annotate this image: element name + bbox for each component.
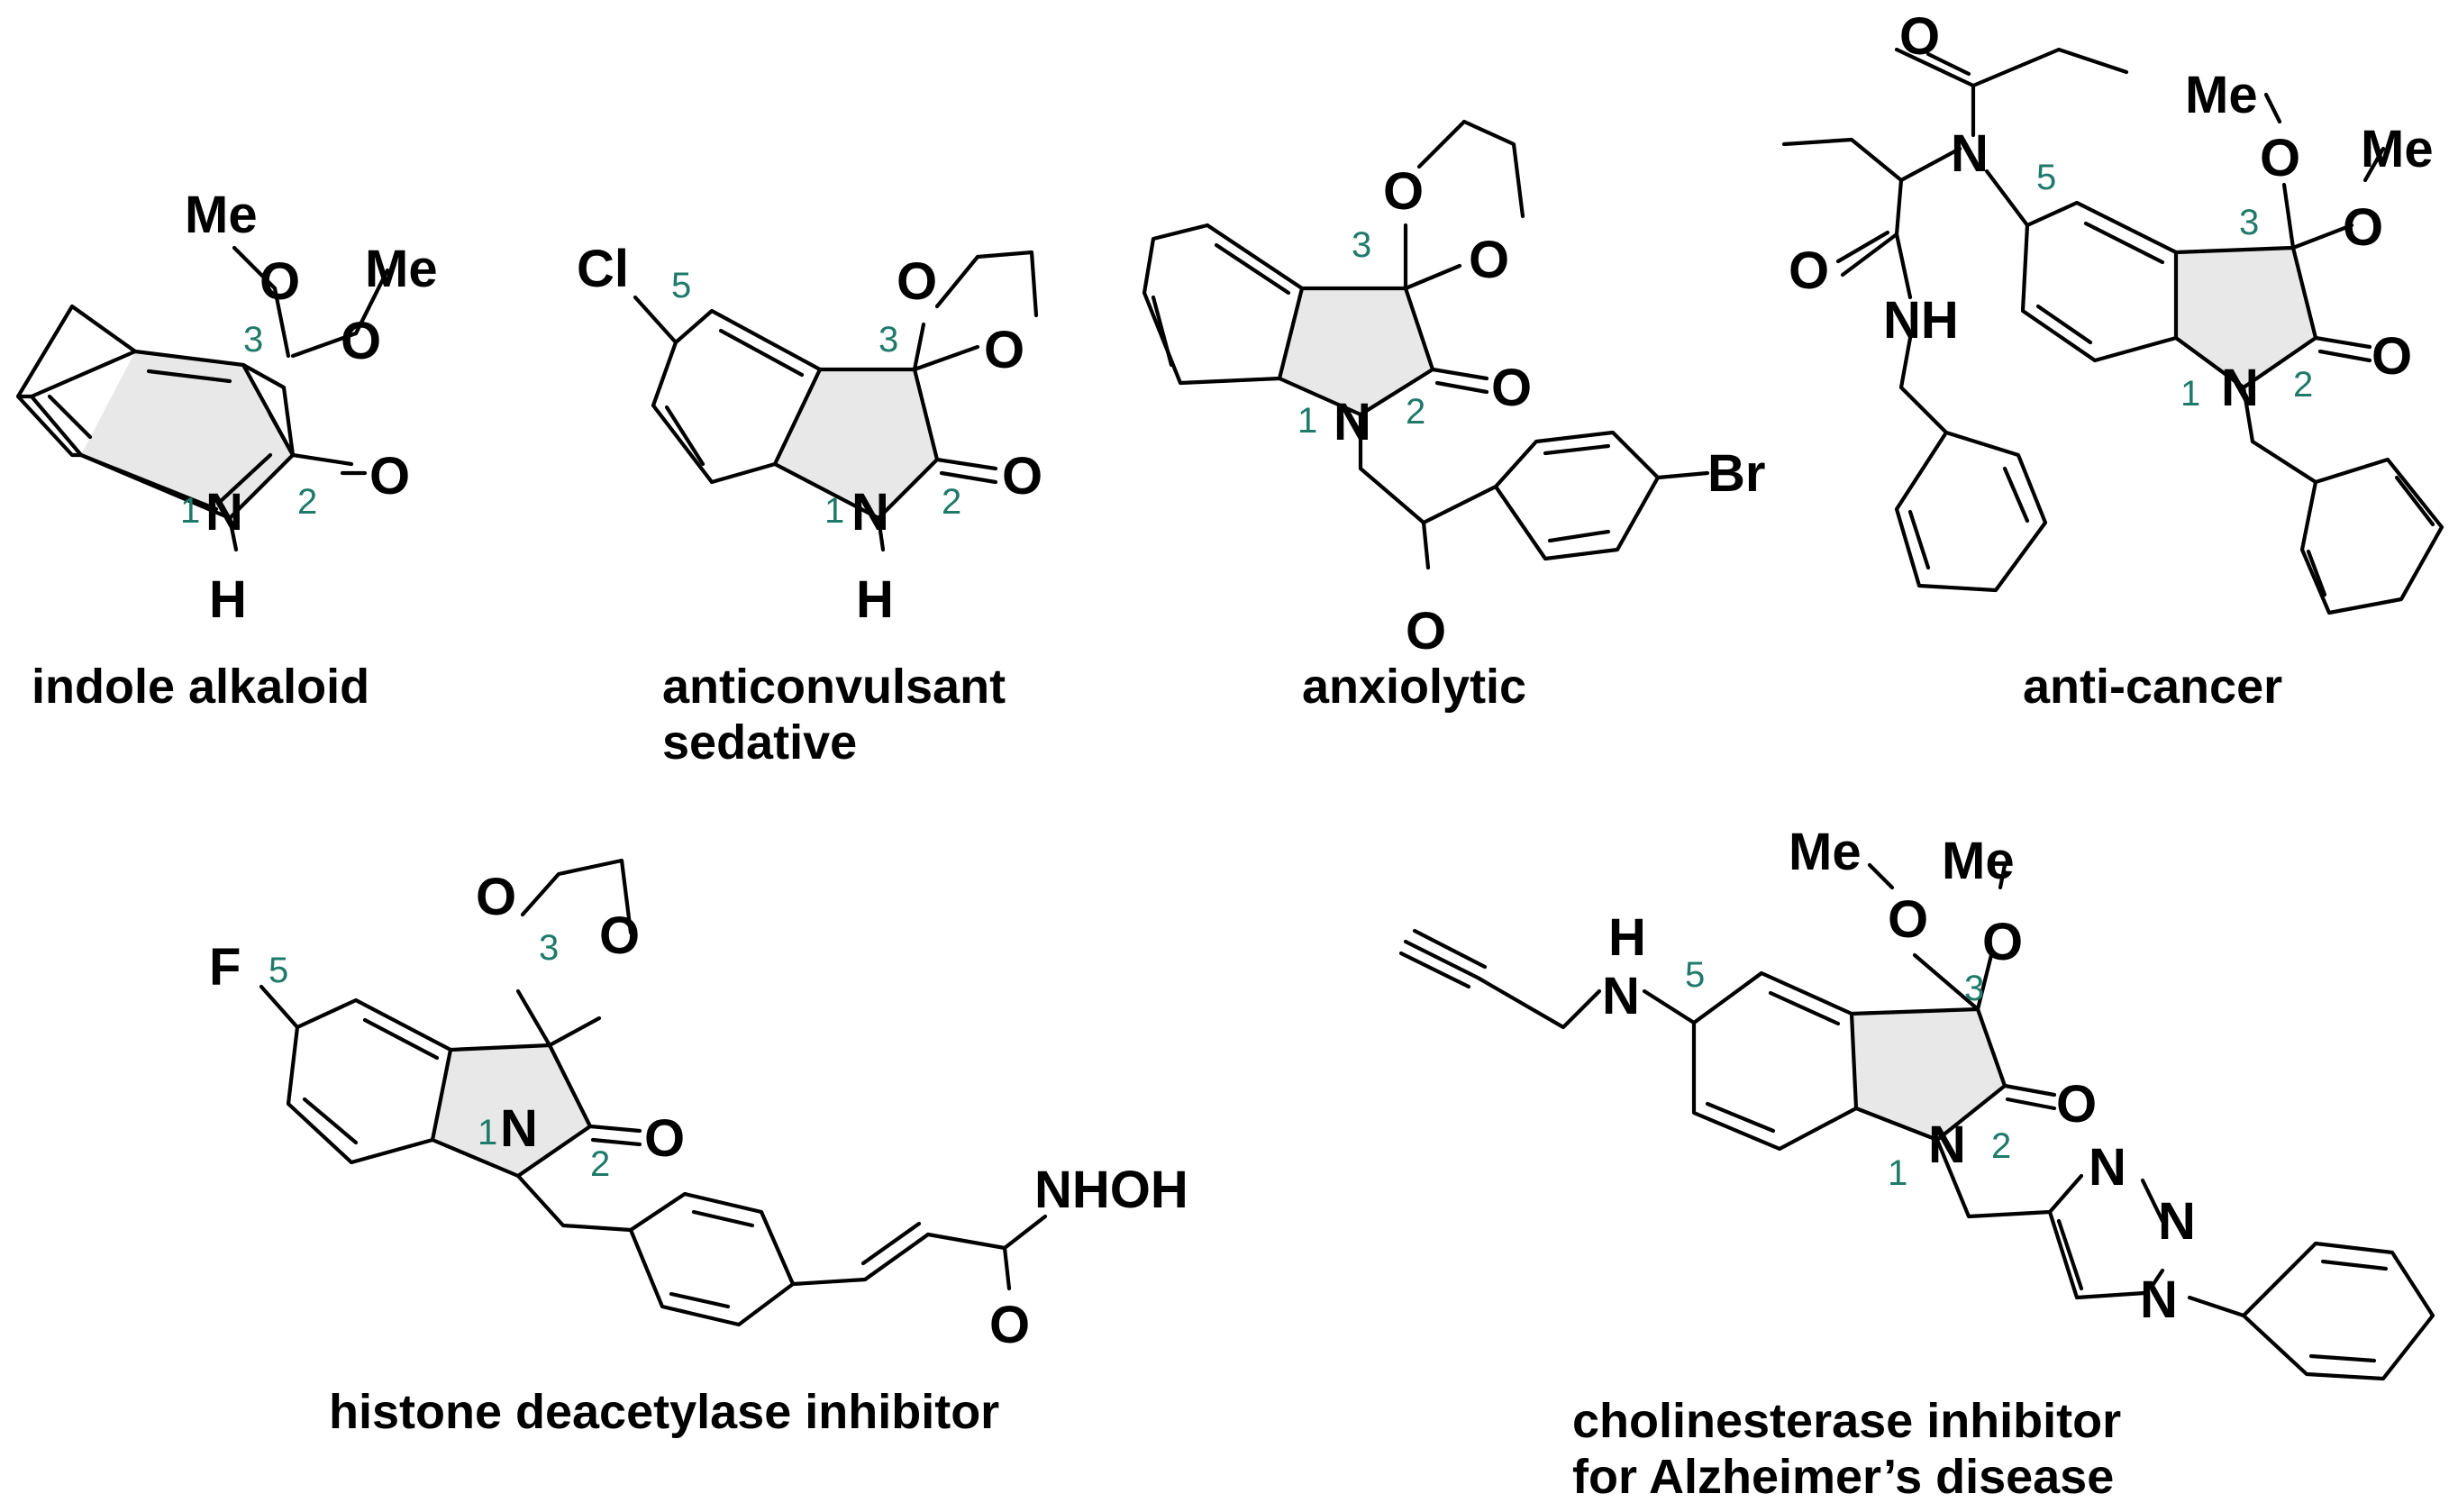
lactam-ring-highlight — [432, 1045, 590, 1176]
molecule-cholinesterase-inhibitor: N H N O O O Me Me N N N 1 2 3 5 cholines… — [1398, 823, 2435, 1504]
atom-o-methoxy-2: O — [2343, 198, 2383, 257]
benzene-ring — [2020, 200, 2179, 363]
atom-o-methoxy-1: O — [259, 252, 300, 311]
molecule-indole-alkaloid: N H O O O Me Me 1 2 3 indole alkaloid — [15, 186, 438, 714]
locant-2: 2 — [590, 1144, 610, 1184]
locant-2: 2 — [942, 482, 961, 522]
caption-line-2: sedative — [662, 715, 857, 770]
atom-o-carbonyl: O — [2056, 1075, 2097, 1134]
atom-nh-n: N — [1602, 967, 1640, 1025]
caption-line-1: cholinesterase inhibitor — [1572, 1394, 2121, 1448]
locant-1: 1 — [180, 491, 200, 531]
atom-n: N — [500, 1099, 538, 1158]
atom-o-carbonyl: O — [2372, 327, 2412, 386]
atom-o-methoxy-2: O — [1982, 913, 2023, 971]
locant-5: 5 — [1685, 955, 1705, 995]
atom-n: N — [851, 483, 889, 542]
lactam-ring-highlight — [1852, 1009, 2005, 1140]
atom-o-propanoyl: O — [1899, 7, 1940, 66]
atom-o-methoxy-2: O — [341, 312, 381, 370]
phenylene-ring — [628, 1191, 796, 1327]
caption-line: anti-cancer — [2023, 660, 2282, 714]
atom-o-amide: O — [1789, 241, 1829, 300]
lactam-ring-highlight — [2176, 248, 2316, 387]
atom-nh: NH — [1883, 291, 1959, 350]
atom-me-1: Me — [2185, 66, 2258, 124]
benzyl-ring-1 — [2299, 457, 2444, 615]
locant-3: 3 — [1964, 969, 1984, 1008]
locant-5: 5 — [671, 266, 691, 305]
locant-1: 1 — [1297, 401, 1317, 441]
atom-o-carbonyl: O — [644, 1109, 685, 1168]
molecule-anti-cancer: N O O O Me Me N O O NH 1 2 3 5 anti-canc… — [1781, 7, 2444, 714]
atom-o-dioxolane-2: O — [984, 321, 1024, 379]
molecule-anticonvulsant: Cl N H O O O 1 2 3 5 anticonvulsant seda… — [577, 240, 1042, 770]
locant-3: 3 — [539, 928, 559, 968]
atom-o-dioxolane-2: O — [1469, 231, 1509, 289]
caption-line: indole alkaloid — [32, 660, 369, 714]
caption-line: histone deacetylase inhibitor — [329, 1385, 999, 1439]
caption-line-2: for Alzheimer’s disease — [1572, 1450, 2114, 1504]
atom-o-methoxy-1: O — [1888, 890, 1928, 949]
atom-nh-h: H — [1608, 908, 1646, 967]
locant-3: 3 — [1352, 225, 1371, 265]
atom-me-1: Me — [1789, 823, 1862, 881]
caption-line-1: anticonvulsant — [662, 660, 1006, 714]
locant-3: 3 — [243, 320, 263, 360]
atom-o-carbonyl: O — [1002, 447, 1042, 506]
atom-n-ring: N — [2221, 359, 2259, 417]
atom-o-carbonyl: O — [369, 447, 410, 506]
atom-triazole-n1: N — [2089, 1138, 2126, 1197]
atom-nhoh: NHOH — [1034, 1161, 1188, 1219]
locant-3: 3 — [2239, 203, 2259, 242]
atom-n: N — [205, 483, 243, 542]
lactam-ring-highlight — [775, 369, 937, 518]
atom-n-amide: N — [1951, 124, 1989, 183]
benzene-ring — [1691, 970, 1859, 1152]
benzene-ring — [286, 997, 453, 1165]
lactam-ring-highlight — [1279, 288, 1433, 414]
atom-me-1: Me — [185, 186, 258, 244]
atom-me-2: Me — [1942, 832, 2015, 890]
atom-n: N — [1334, 393, 1371, 451]
atom-o-dioxolane-2: O — [599, 906, 640, 965]
atom-me-2: Me — [2361, 120, 2434, 178]
locant-1: 1 — [824, 491, 844, 531]
triazole-ring — [2047, 1173, 2147, 1300]
locant-1: 1 — [478, 1113, 497, 1152]
molecule-anxiolytic: N O O O O Br 1 2 3 anxiolytic — [1142, 119, 1765, 714]
locant-5: 5 — [2036, 158, 2056, 197]
atom-o-carbonyl: O — [1491, 359, 1532, 417]
locant-3: 3 — [879, 320, 898, 360]
atom-o-ketone: O — [1406, 602, 1446, 660]
atom-h: H — [856, 570, 894, 629]
locant-5: 5 — [269, 951, 288, 990]
atom-cl: Cl — [577, 240, 629, 298]
locant-2: 2 — [1406, 392, 1425, 432]
locant-1: 1 — [2180, 374, 2200, 414]
five-ring-bonds — [15, 304, 138, 458]
atom-me-2: Me — [365, 240, 438, 298]
atom-br: Br — [1707, 444, 1765, 503]
atom-triazole-n3: N — [2140, 1271, 2178, 1329]
atom-o-dioxolane-1: O — [476, 868, 516, 926]
atom-f: F — [209, 938, 241, 997]
atom-h: H — [209, 570, 247, 629]
atom-n-ring: N — [1928, 1116, 1966, 1174]
atom-triazole-n2: N — [2158, 1192, 2196, 1251]
locant-2: 2 — [297, 482, 317, 522]
locant-1: 1 — [1888, 1153, 1907, 1193]
benzyl-ring — [2241, 1241, 2435, 1381]
atom-o-dioxolane-1: O — [1383, 162, 1424, 221]
atom-o-dioxolane-1: O — [897, 252, 937, 311]
atom-o-hydroxamate: O — [989, 1296, 1030, 1354]
benzyl-ring-2 — [1894, 430, 2048, 593]
atom-o-methoxy-1: O — [2260, 129, 2300, 187]
molecule-hdac-inhibitor: F N O O O NHOH O 1 2 3 5 histone deacety… — [209, 858, 1188, 1439]
locant-2: 2 — [2293, 365, 2313, 405]
caption-line: anxiolytic — [1302, 660, 1526, 714]
locant-2: 2 — [1991, 1126, 2011, 1166]
